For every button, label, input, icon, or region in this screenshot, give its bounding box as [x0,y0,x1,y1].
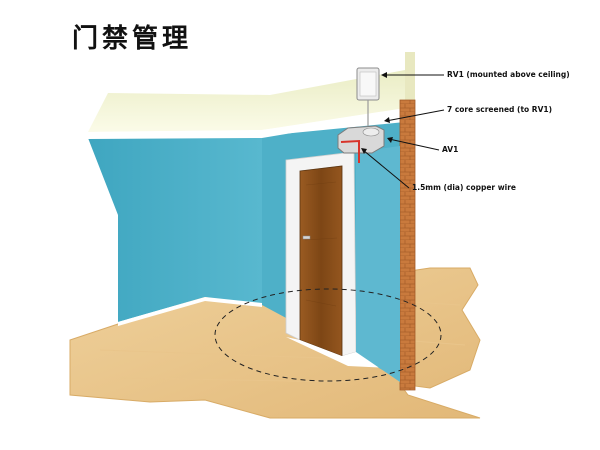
rv1-label: RV1 (mounted above ceiling) [447,70,570,79]
detection-zone [214,288,442,382]
left-wall [88,136,262,322]
page-title: 门禁管理 [72,24,193,54]
door[interactable] [299,165,343,357]
cable-label: 7 core screened (to RV1) [447,105,553,114]
copper-wire-label: 1.5mm (dia) copper wire [412,183,517,192]
door-handle[interactable] [302,235,311,240]
brick-column [400,100,415,390]
av1-label: AV1 [442,145,459,154]
ceiling [88,70,405,132]
callout-arrows [362,74,445,189]
copper-wire [340,139,360,163]
